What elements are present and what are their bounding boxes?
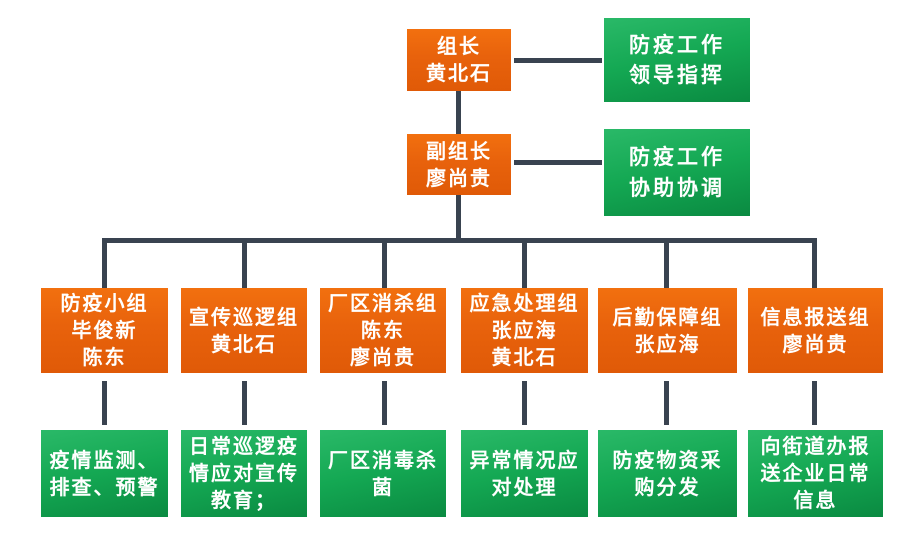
deputy-box: 副组长 廖尚贵 [407,134,511,195]
connector-line [242,240,247,288]
duty-label: 异常情况应 对处理 [469,447,580,499]
team-label: 后勤保障组 张应海 [612,304,723,356]
connector-line [382,381,387,425]
leader-duty-box: 防疫工作 领导指挥 [604,18,750,102]
deputy-duty-label: 防疫工作 协助协调 [629,144,725,200]
team-box-6: 信息报送组 廖尚贵 [748,288,883,373]
duty-label: 疫情监测、 排查、预警 [49,447,160,499]
leader-label: 组长 黄北石 [426,34,492,85]
duty-label: 向街道办报 送企业日常 信息 [760,434,871,512]
connector-line [102,381,107,425]
duty-box-4: 异常情况应 对处理 [461,430,588,517]
leader-box: 组长 黄北石 [407,29,511,91]
connector-line [242,381,247,425]
duty-box-5: 防疫物资采 购分发 [598,430,737,517]
duty-box-1: 疫情监测、 排查、预警 [41,430,168,517]
connector-line [102,238,817,243]
duty-box-3: 厂区消毒杀 菌 [320,430,446,517]
team-label: 防疫小组 毕俊新 陈东 [60,291,149,369]
connector-line [522,240,527,288]
team-box-4: 应急处理组 张应海 黄北石 [461,288,588,373]
team-label: 厂区消杀组 陈东 廖尚贵 [328,291,438,369]
team-label: 信息报送组 廖尚贵 [760,304,871,356]
connector-line [664,240,669,288]
leader-duty-label: 防疫工作 领导指挥 [629,31,725,87]
duty-label: 日常巡逻疫 情应对宣传 教育； [189,434,299,512]
team-label: 宣传巡逻组 黄北石 [189,304,299,356]
connector-line [514,160,602,165]
connector-line [456,91,461,135]
duty-box-6: 向街道办报 送企业日常 信息 [748,430,883,517]
team-box-3: 厂区消杀组 陈东 廖尚贵 [320,288,446,373]
duty-label: 厂区消毒杀 菌 [328,447,438,499]
connector-line [522,381,527,425]
deputy-duty-box: 防疫工作 协助协调 [604,129,750,216]
team-box-1: 防疫小组 毕俊新 陈东 [41,288,168,373]
connector-line [382,240,387,288]
team-box-5: 后勤保障组 张应海 [598,288,737,373]
duty-label: 防疫物资采 购分发 [612,447,723,499]
duty-box-2: 日常巡逻疫 情应对宣传 教育； [181,430,307,517]
team-label: 应急处理组 张应海 黄北石 [469,291,580,369]
connector-line [514,58,602,63]
team-box-2: 宣传巡逻组 黄北石 [181,288,307,373]
connector-line [456,195,461,243]
connector-line [664,381,669,425]
deputy-label: 副组长 廖尚贵 [426,138,492,190]
connector-line [812,240,817,288]
connector-line [102,240,107,288]
connector-line [812,381,817,425]
